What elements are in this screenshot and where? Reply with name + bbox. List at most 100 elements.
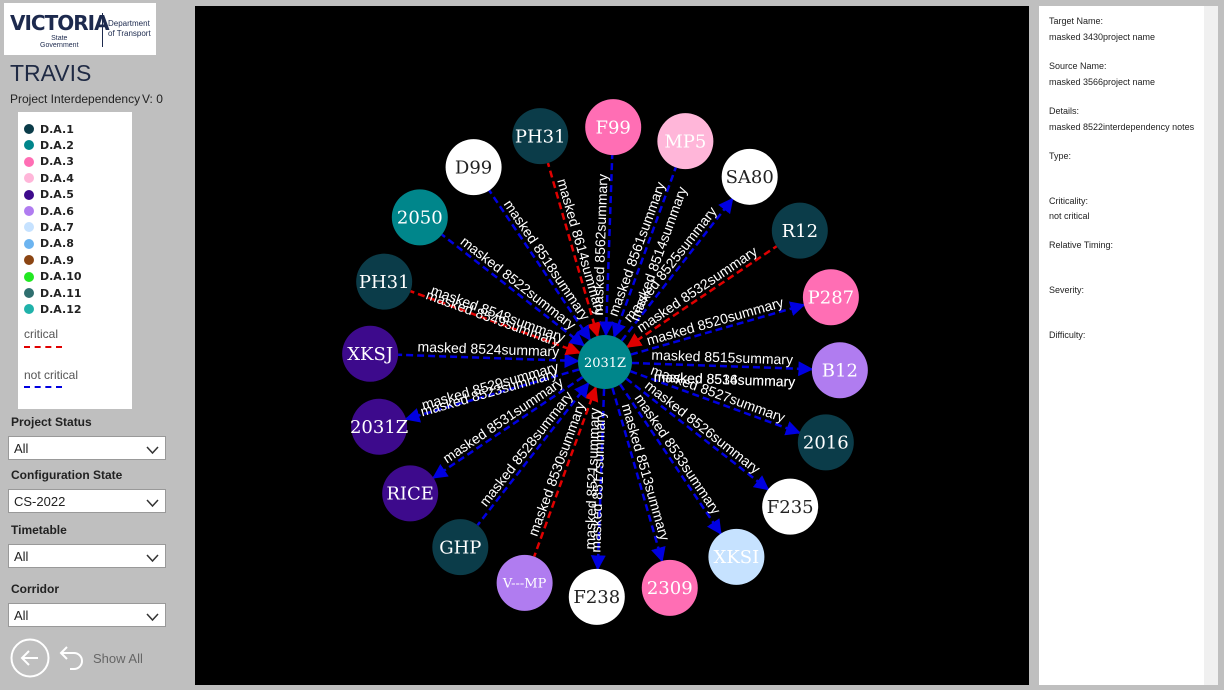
project-node-circle[interactable]: [657, 113, 714, 170]
project-node-circle[interactable]: [391, 189, 448, 246]
project-status-dropdown[interactable]: All: [8, 436, 166, 460]
project-node-circle[interactable]: [762, 478, 819, 535]
project-node[interactable]: V---MP: [496, 554, 553, 611]
legend-item: D.A.12: [24, 301, 82, 317]
legend-item: D.A.5: [24, 187, 74, 203]
project-node[interactable]: R12: [771, 202, 828, 259]
legend-dot-icon: [24, 189, 34, 200]
reset-undo-icon[interactable]: [58, 644, 86, 679]
legend-dot-icon: [24, 288, 34, 298]
project-node-label: GHP: [439, 537, 481, 558]
project-node[interactable]: 2309: [641, 559, 698, 616]
legend-dot-icon: [24, 222, 34, 233]
legend-noncritical-line: [24, 386, 62, 388]
show-all-button[interactable]: Show All: [93, 651, 143, 666]
victoria-government-logo: VICTORIA State Government Department of …: [4, 3, 156, 55]
legend-item-label: D.A.7: [40, 220, 74, 234]
legend-item: D.A.7: [24, 219, 74, 235]
project-node-circle[interactable]: [811, 342, 868, 399]
configuration-state-dropdown[interactable]: CS-2022: [8, 489, 166, 513]
project-node-circle[interactable]: [585, 99, 642, 156]
dependency-edge[interactable]: [488, 189, 591, 341]
project-node[interactable]: 2031Z: [350, 398, 408, 455]
project-node-circle[interactable]: [496, 554, 553, 611]
dependency-edge[interactable]: [590, 388, 606, 571]
dependency-edge[interactable]: [626, 245, 778, 348]
project-node-circle[interactable]: [512, 108, 569, 165]
dependency-edge[interactable]: [631, 361, 814, 377]
project-node-circle[interactable]: [708, 528, 765, 585]
dependency-edge[interactable]: [533, 385, 599, 557]
dependency-edge[interactable]: [476, 382, 590, 526]
project-node-label: V---MP: [502, 576, 547, 591]
center-node[interactable]: 2031Z: [578, 335, 632, 389]
legend-item-label: D.A.2: [40, 138, 74, 152]
legend-noncritical-label: not critical: [24, 368, 79, 382]
dependency-edge[interactable]: [630, 301, 806, 356]
project-node-label: F99: [595, 117, 630, 138]
legend-dot-icon: [24, 124, 34, 134]
project-node[interactable]: PH31: [356, 253, 413, 310]
project-node-circle[interactable]: [641, 559, 698, 616]
project-node[interactable]: GHP: [432, 519, 489, 576]
project-node[interactable]: SA80: [721, 148, 778, 205]
dependency-edge[interactable]: [611, 167, 677, 339]
project-node-circle[interactable]: [721, 148, 778, 205]
project-node[interactable]: XKSI: [708, 528, 765, 585]
legend-dot-icon: [24, 156, 34, 167]
detail-value-target-name: masked 3430project name: [1049, 32, 1156, 42]
dependency-edge[interactable]: [441, 233, 585, 347]
timetable-dropdown[interactable]: All: [8, 544, 166, 568]
dropdown-value: CS-2022: [14, 494, 66, 509]
project-node-circle[interactable]: [771, 202, 828, 259]
project-node-circle[interactable]: [356, 253, 413, 310]
project-node[interactable]: XKSJ: [342, 325, 399, 382]
legend-item-label: D.A.4: [40, 171, 74, 185]
project-node[interactable]: MP5: [657, 113, 714, 170]
project-node-label: F238: [573, 587, 620, 608]
project-node[interactable]: F99: [585, 99, 642, 156]
legend-item: D.A.3: [24, 154, 74, 170]
dependency-edge[interactable]: [410, 290, 582, 356]
legend-item: D.A.8: [24, 236, 74, 252]
legend-dot-icon: [24, 304, 34, 315]
project-node[interactable]: F238: [568, 568, 625, 625]
dependency-edge[interactable]: [625, 377, 770, 491]
project-node[interactable]: 2016: [797, 414, 854, 471]
back-arrow-icon[interactable]: [10, 638, 50, 683]
project-node-circle[interactable]: [432, 519, 489, 576]
project-node[interactable]: P287: [802, 269, 859, 326]
project-node[interactable]: F235: [762, 478, 819, 535]
dependency-edge[interactable]: [432, 376, 584, 479]
project-node-circle[interactable]: [568, 568, 625, 625]
project-node-circle[interactable]: [342, 325, 399, 382]
project-node-circle[interactable]: [797, 414, 854, 471]
dependency-edge[interactable]: [629, 370, 801, 436]
dependency-edge[interactable]: [611, 387, 666, 563]
project-node[interactable]: PH31: [512, 108, 569, 165]
details-scrollbar[interactable]: [1204, 6, 1218, 685]
details-panel: Target Name: masked 3430project name Sou…: [1039, 6, 1204, 685]
project-node[interactable]: 2050: [391, 189, 448, 246]
edge-label: masked 8524summary: [417, 338, 559, 359]
edge-label: masked 8515summary: [651, 347, 793, 368]
project-node-circle[interactable]: [802, 269, 859, 326]
center-node-circle[interactable]: [578, 335, 632, 389]
project-node[interactable]: RICE: [382, 465, 439, 522]
project-node-label: RICE: [386, 484, 434, 505]
project-node[interactable]: B12: [811, 342, 868, 399]
project-node[interactable]: D99: [445, 139, 502, 196]
project-node-circle[interactable]: [351, 398, 408, 455]
project-node-circle[interactable]: [382, 465, 439, 522]
dependency-edge[interactable]: [598, 155, 614, 337]
dependency-edge[interactable]: [620, 197, 734, 342]
dependency-edge[interactable]: [404, 368, 580, 423]
logo-divider: [102, 13, 103, 47]
dependency-edge[interactable]: [398, 353, 580, 369]
corridor-dropdown[interactable]: All: [8, 603, 166, 627]
edge-label: masked 8521summary: [581, 408, 602, 550]
project-node-circle[interactable]: [445, 139, 502, 196]
